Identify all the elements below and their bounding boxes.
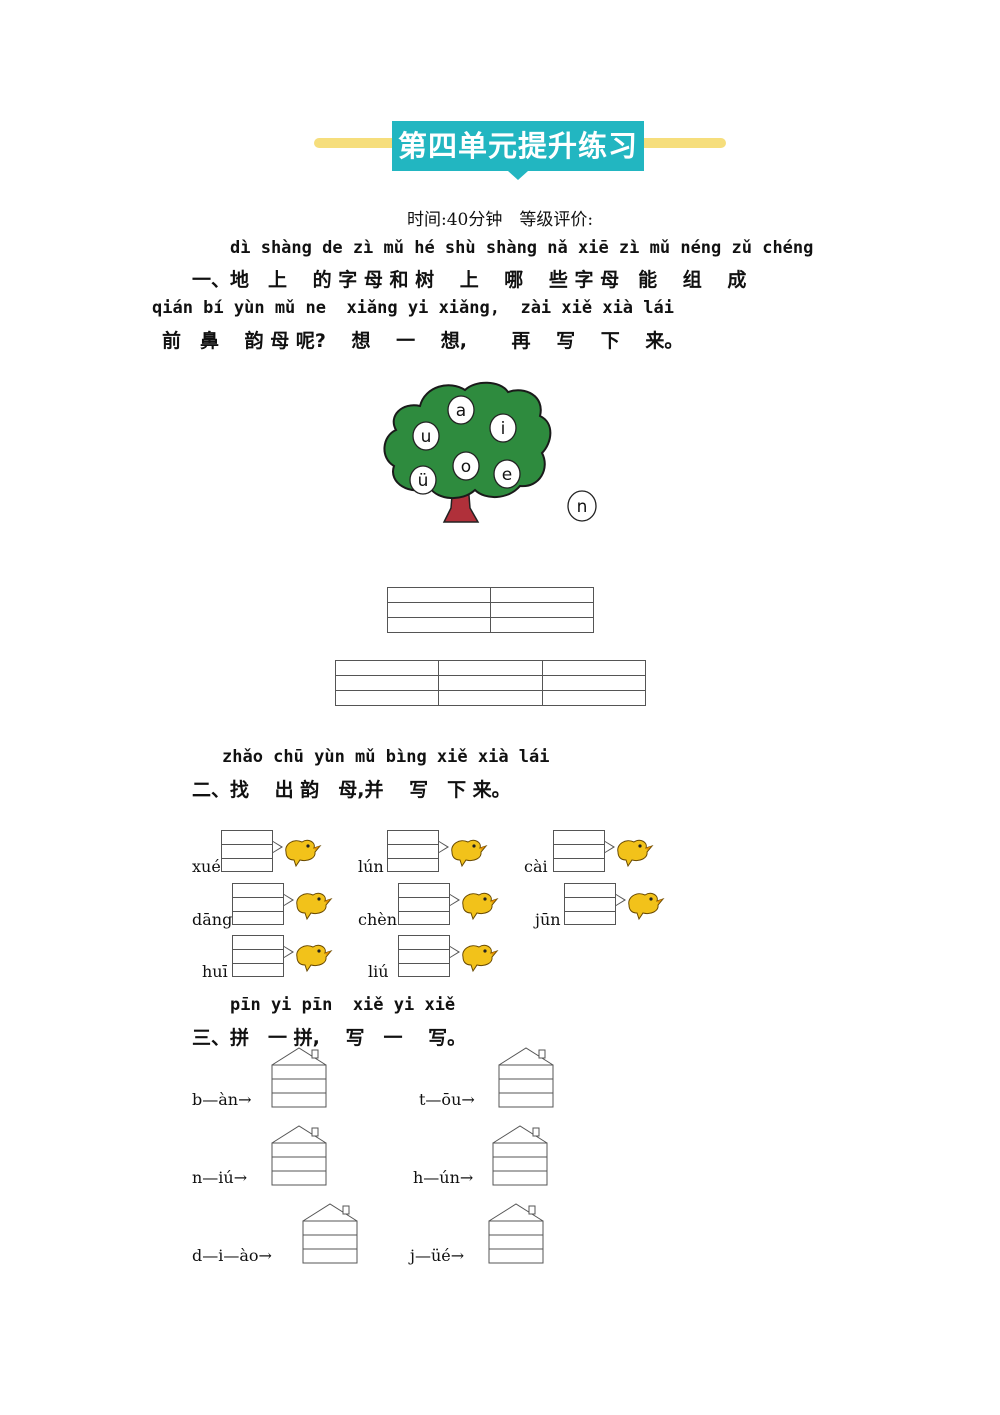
syllable-chen: chèn	[358, 910, 398, 929]
spell-b-an: b—àn→	[192, 1090, 252, 1109]
final-answer-box[interactable]	[387, 830, 439, 872]
syllable-liu: liú	[368, 962, 389, 981]
bird-icon	[285, 839, 321, 867]
speech-pointer	[284, 946, 294, 958]
q1-text-line2: 前 鼻 韵 母 呢? 想 一 想, 再 写 下 来。	[162, 330, 684, 352]
tree-letter-i: i	[501, 419, 506, 439]
tree-letter-o: o	[461, 457, 471, 477]
tree-letter-e: e	[502, 465, 512, 485]
q1-pinyin-line2: qián bí yùn mǔ ne xiǎng yi xiǎng, zài xi…	[152, 298, 674, 318]
title-banner	[392, 121, 644, 171]
spell-d-i-ao: d—i—ào→	[192, 1246, 272, 1265]
q1-pinyin-line1: dì shàng de zì mǔ hé shù shàng nǎ xiē zì…	[230, 238, 814, 258]
answer-cell[interactable]	[490, 602, 594, 618]
q2-text: 二、找 出 韵 母,并 写 下 来。	[192, 779, 511, 801]
fallen-leaf-letter-n: n	[577, 497, 588, 517]
banner-bar-left	[314, 138, 398, 148]
leaf-icon	[409, 395, 597, 522]
spell-j-ue: j—üé→	[410, 1246, 465, 1265]
banner-notch	[508, 171, 528, 180]
tree-letter-a: a	[456, 401, 466, 421]
answer-cell[interactable]	[490, 617, 594, 633]
final-answer-box[interactable]	[398, 935, 450, 977]
answer-cell[interactable]	[438, 690, 543, 706]
answer-cell[interactable]	[387, 617, 491, 633]
banner-bar-right	[638, 138, 726, 148]
spell-n-iu: n—iú→	[192, 1168, 248, 1187]
answer-cell[interactable]	[334, 675, 440, 691]
bird-icon	[462, 944, 498, 972]
syllable-hui: huī	[202, 962, 228, 981]
syllable-jun: jūn	[535, 910, 561, 929]
bird-icon	[296, 892, 332, 920]
answer-cell[interactable]	[541, 690, 647, 706]
syllable-cai: cài	[524, 857, 548, 876]
house-answer-box[interactable]	[498, 1047, 556, 1109]
answer-cell[interactable]	[387, 587, 491, 603]
house-answer-box[interactable]	[271, 1125, 329, 1187]
page-title: 第四单元提升练习	[397, 129, 638, 163]
answer-cell[interactable]	[438, 660, 543, 676]
bird-icon	[462, 892, 498, 920]
answer-cell[interactable]	[334, 690, 440, 706]
q1-text-line1: 一、地 上 的 字 母 和 树 上 哪 些 字 母 能 组 成	[192, 269, 747, 291]
answer-cell[interactable]	[541, 675, 647, 691]
bird-icon	[628, 892, 664, 920]
answer-cell[interactable]	[490, 587, 594, 603]
speech-pointer	[273, 841, 283, 853]
speech-pointer	[616, 894, 626, 906]
final-answer-box[interactable]	[398, 883, 450, 925]
speech-pointer	[450, 946, 460, 958]
tree-letter-u: u	[421, 427, 432, 447]
bird-icon	[451, 839, 487, 867]
letter-tree-illustration: a u i o ü e n	[383, 381, 597, 523]
syllable-lun: lún	[358, 857, 384, 876]
final-answer-box[interactable]	[232, 883, 284, 925]
answer-cell[interactable]	[438, 675, 543, 691]
house-answer-box[interactable]	[302, 1203, 360, 1265]
final-answer-box[interactable]	[564, 883, 616, 925]
answer-cell[interactable]	[541, 660, 647, 676]
final-answer-box[interactable]	[553, 830, 605, 872]
q3-text: 三、拼 一 拼, 写 一 写。	[192, 1027, 467, 1049]
speech-pointer	[284, 894, 294, 906]
q3-pinyin: pīn yi pīn xiě yi xiě	[230, 995, 456, 1015]
house-answer-box[interactable]	[488, 1203, 546, 1265]
house-answer-box[interactable]	[271, 1047, 329, 1109]
final-answer-box[interactable]	[221, 830, 273, 872]
speech-pointer	[439, 841, 449, 853]
spell-t-ou: t—ōu→	[419, 1090, 475, 1109]
answer-cell[interactable]	[387, 602, 491, 618]
speech-pointer	[605, 841, 615, 853]
bird-icon	[296, 944, 332, 972]
speech-pointer	[450, 894, 460, 906]
house-answer-box[interactable]	[492, 1125, 550, 1187]
syllable-xue: xué	[192, 857, 221, 876]
spell-h-un: h—ún→	[413, 1168, 474, 1187]
syllable-dang: dāng	[192, 910, 233, 929]
tree-letter-u-umlaut: ü	[418, 471, 429, 491]
q2-pinyin: zhǎo chū yùn mǔ bìng xiě xià lái	[222, 747, 550, 767]
time-and-grade: 时间:40分钟 等级评价:	[407, 210, 594, 230]
final-answer-box[interactable]	[232, 935, 284, 977]
answer-table-two-column[interactable]	[387, 587, 594, 633]
bird-icon	[617, 839, 653, 867]
answer-cell[interactable]	[334, 660, 440, 676]
answer-table-three-column[interactable]	[334, 660, 647, 706]
